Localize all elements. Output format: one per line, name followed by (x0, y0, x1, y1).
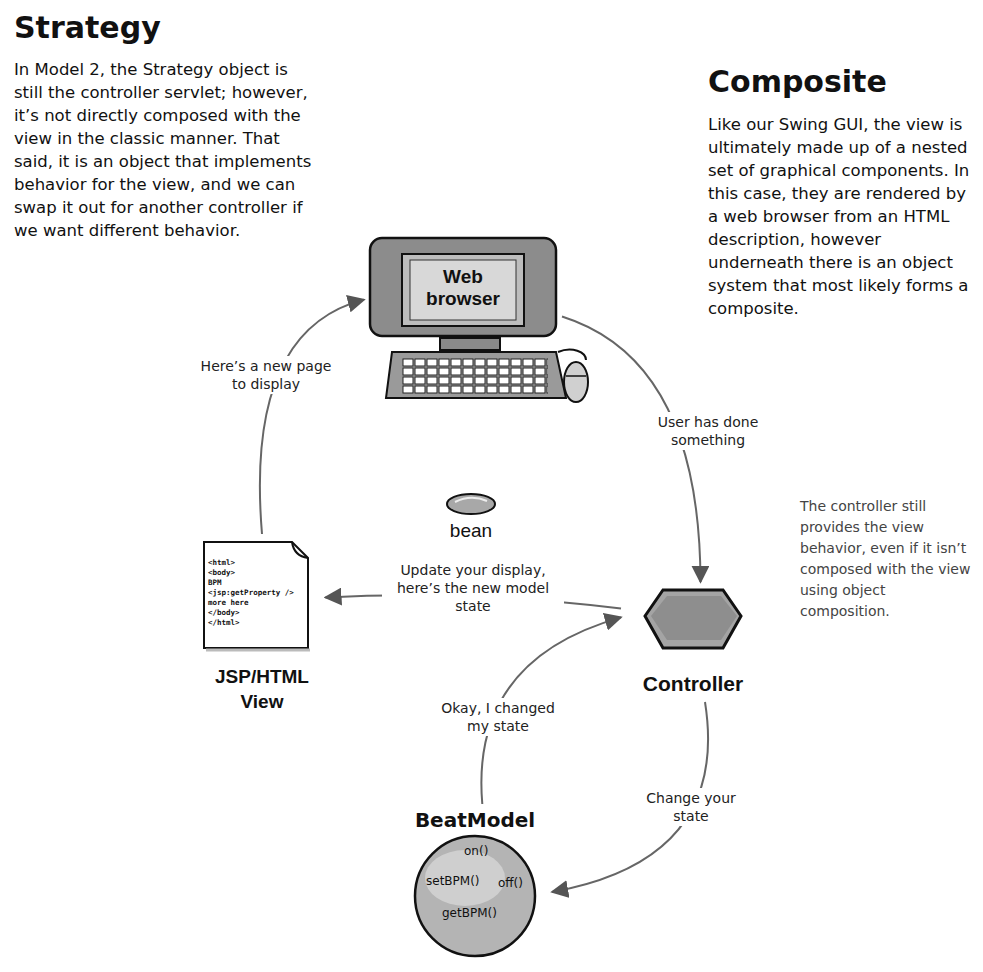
body-text: In Model 2, the Strategy object is still… (14, 58, 314, 242)
code-line: </body> (208, 608, 240, 618)
edge-label: Update your display, here’s the new mode… (382, 560, 564, 616)
keyboard-keys (402, 358, 548, 394)
page-curl (292, 542, 308, 558)
node-title: bean (436, 520, 506, 542)
node-title: Web browser (412, 266, 514, 310)
code-line: </html> (208, 618, 240, 628)
beatmodel-node: BeatModel on() setBPM() off()getBPM() (402, 808, 548, 958)
body-text: Like our Swing GUI, the view is ultimate… (708, 113, 976, 320)
keyboard (386, 352, 566, 398)
code-line: <body> (208, 568, 235, 578)
method-name: off() (498, 876, 523, 891)
heading: Strategy (14, 10, 161, 46)
method-name: setBPM() (426, 874, 480, 889)
method-name: on() (464, 844, 488, 859)
monitor-stand (440, 338, 500, 350)
heading: Composite (708, 64, 887, 100)
flow-arrow (260, 300, 364, 534)
monitor-case (370, 238, 556, 336)
mouse (564, 362, 588, 402)
monitor-screen (402, 254, 524, 326)
model-sphere (415, 836, 535, 956)
web-browser-node: Web browser (368, 236, 558, 342)
code-line: BPM (208, 578, 222, 588)
edge-label: Change your state (638, 788, 744, 826)
bean-shape (447, 494, 495, 514)
code-line: <html> (208, 558, 235, 568)
document-page (204, 542, 308, 648)
code-line: more here (208, 598, 249, 608)
edge-label: Here’s a new page to display (192, 356, 340, 394)
jsp-view-node: <html><body>BPM<jsp:getProperty />more h… (196, 538, 328, 718)
edge-label: User has done something (644, 412, 772, 450)
node-title: Controller (618, 672, 768, 696)
mouse-button (566, 375, 586, 377)
code-line: <jsp:getProperty /> (208, 588, 294, 598)
hexagon-face (651, 596, 737, 640)
hexagon (645, 590, 741, 648)
node-title: JSP/HTML View (196, 664, 328, 714)
controller-node: Controller (618, 586, 768, 698)
sphere-highlight (425, 850, 505, 906)
method-name: getBPM() (442, 906, 497, 921)
edge-label: Okay, I changed my state (428, 698, 568, 736)
page-shadow (206, 649, 310, 652)
node-title: BeatModel (402, 808, 548, 832)
bean-node: bean (436, 490, 506, 548)
bean-shine (455, 498, 487, 502)
note: The controller still provides the view b… (800, 496, 976, 622)
screen-inner (410, 260, 516, 320)
mouse-cord (558, 350, 586, 360)
